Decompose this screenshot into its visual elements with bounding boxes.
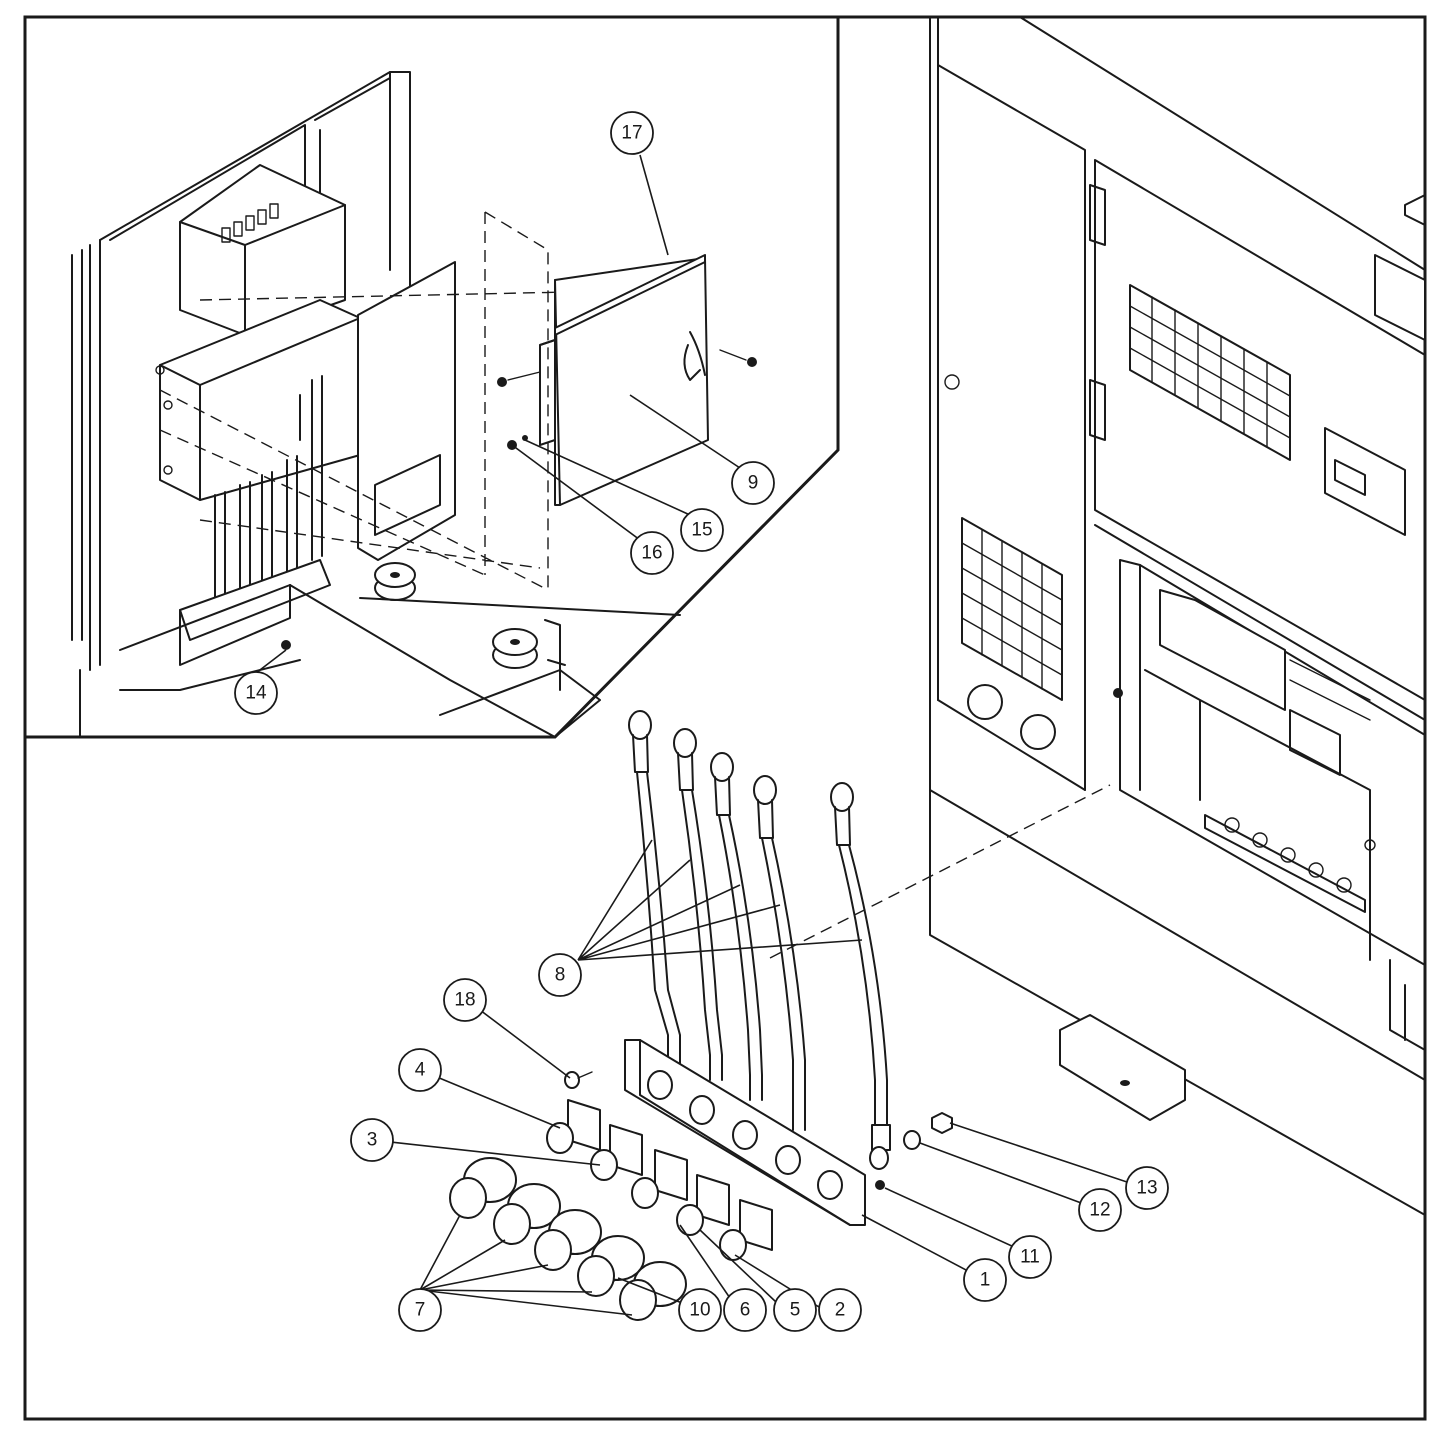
socket-receptacles	[546, 1099, 773, 1261]
cable-3	[710, 752, 763, 1101]
callout-6-label: 6	[740, 1300, 751, 1321]
callout-9-label: 9	[748, 473, 759, 494]
vibration-mount-right	[492, 628, 538, 669]
callout-13-label: 13	[1136, 1178, 1157, 1199]
screw-18	[564, 1071, 593, 1089]
callout-10-label: 10	[689, 1300, 710, 1321]
cable-5	[830, 782, 891, 1170]
connector-4	[577, 1235, 645, 1297]
guide-lines-inset	[159, 211, 661, 591]
connector-5	[619, 1261, 687, 1321]
cable-1	[628, 710, 681, 1076]
callout-8-label: 8	[555, 965, 566, 986]
callout-3-label: 3	[367, 1130, 378, 1151]
callout-13: 13	[1125, 1166, 1169, 1210]
callout-17: 17	[610, 111, 654, 155]
receptacle-6	[631, 1149, 688, 1209]
screw-inset-lower	[507, 435, 528, 450]
generator-housing	[929, 16, 1426, 1216]
callout-10: 10	[678, 1288, 722, 1332]
vent-grid-upper	[1129, 284, 1291, 461]
screw-inset-top-right	[719, 349, 757, 367]
receptacle-5	[676, 1174, 730, 1236]
connector-3	[534, 1209, 602, 1271]
callout-11: 11	[1008, 1235, 1052, 1279]
vibration-mount-left	[374, 562, 416, 601]
callout-14-label: 14	[245, 683, 267, 704]
washer-11	[875, 1180, 885, 1190]
callout-18: 18	[443, 978, 487, 1022]
inset-border	[25, 17, 840, 739]
connector-1	[449, 1157, 517, 1219]
callout-17-label: 17	[621, 123, 642, 144]
callout-7-label: 7	[415, 1300, 426, 1321]
nut-13	[931, 1112, 953, 1134]
receptacle-4	[546, 1099, 601, 1154]
callout-18-label: 18	[454, 990, 475, 1011]
screw-inset-left	[497, 371, 541, 387]
callout-4: 4	[398, 1048, 442, 1092]
twist-lock-connectors	[449, 1157, 687, 1321]
outer-frame	[23, 15, 1427, 1421]
mounting-plate	[624, 1039, 866, 1226]
callout-3: 3	[350, 1118, 394, 1162]
callout-7: 7	[398, 1288, 442, 1332]
vent-grid-lower	[961, 517, 1063, 701]
connector-2	[493, 1183, 561, 1245]
callout-2-label: 2	[835, 1300, 846, 1321]
cable-4	[753, 775, 806, 1131]
callout-16-label: 16	[641, 543, 662, 564]
callout-1: 1	[963, 1258, 1007, 1302]
callout-11-label: 11	[1020, 1247, 1040, 1268]
callout-6: 6	[723, 1288, 767, 1332]
callout-12: 12	[1078, 1188, 1122, 1232]
receptacle-3	[590, 1124, 643, 1181]
cable-2	[673, 728, 723, 1081]
callout-14: 14	[234, 671, 278, 715]
callout-1-label: 1	[980, 1270, 991, 1291]
inset-detail-view	[25, 17, 840, 739]
callout-9: 9	[731, 461, 775, 505]
vent-slots-upper	[221, 203, 279, 243]
callout-5-label: 5	[790, 1300, 801, 1321]
output-terminal-strip	[1204, 814, 1366, 913]
callout-12-label: 12	[1089, 1200, 1110, 1221]
receptacle-2	[719, 1199, 773, 1261]
callout-15: 15	[680, 508, 724, 552]
lock-washer-12	[903, 1130, 921, 1150]
callout-15-label: 15	[691, 520, 712, 541]
callout-8: 8	[538, 953, 582, 997]
cable-assemblies	[628, 710, 891, 1170]
callout-2: 2	[818, 1288, 862, 1332]
callout-16: 16	[630, 531, 674, 575]
callout-4-label: 4	[415, 1060, 426, 1081]
callout-5: 5	[773, 1288, 817, 1332]
